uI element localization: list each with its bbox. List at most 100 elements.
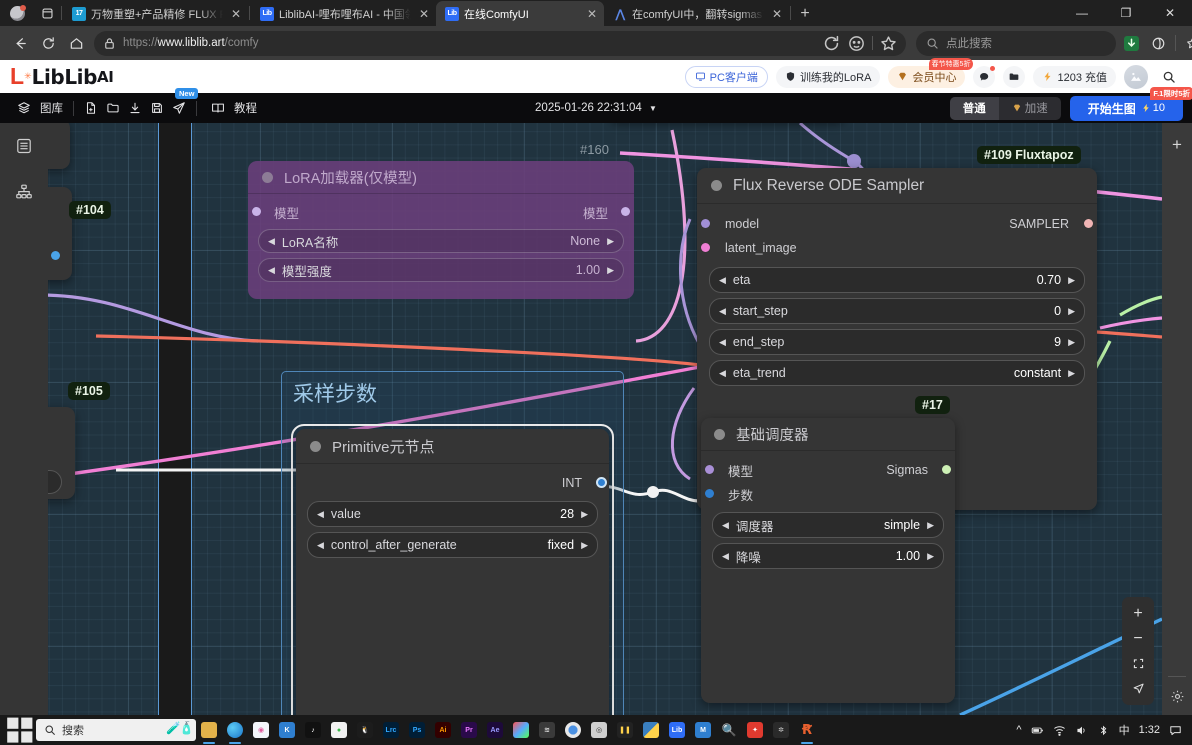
taskbar-app-camera[interactable]: ◎ [586,715,612,745]
taskbar-app-photoshop[interactable]: Ps [404,715,430,745]
flux-node-title-bar[interactable]: Flux Reverse ODE Sampler [697,168,1097,204]
flux-widget-eta-trend[interactable]: ◀ eta_trend constant ▶ [709,360,1085,386]
taskbar-app-gray[interactable]: ≋ [534,715,560,745]
pan-tool-button[interactable] [1122,676,1154,701]
output-port-image[interactable] [51,251,60,260]
taskbar-app-search2[interactable]: 🔍 [716,715,742,745]
decrement-arrow-icon[interactable]: ◀ [719,336,726,347]
lora-widget-name[interactable]: ◀ LoRA名称 None ▶ [258,229,624,253]
collapse-toggle-icon[interactable] [262,171,273,183]
increment-arrow-icon[interactable]: ▶ [581,539,588,550]
increment-arrow-icon[interactable]: ▶ [927,519,934,530]
maximize-button[interactable]: ❐ [1120,6,1132,20]
tab-search-icon[interactable] [34,0,60,26]
increment-arrow-icon[interactable]: ▶ [1068,274,1075,285]
ime-indicator[interactable]: 中 [1118,725,1130,737]
tray-expand-icon[interactable]: ^ [1016,724,1022,736]
new-tab-button[interactable]: + [800,5,810,22]
comfy-canvas[interactable]: #160 #104 ]像 #105 ok LoRA加载器(仅模型) [0,123,1162,715]
tutorial-button[interactable]: 教程 [203,96,261,120]
increment-arrow-icon[interactable]: ▶ [581,508,588,519]
gallery-button[interactable]: 图库 [9,96,67,120]
close-icon[interactable]: ✕ [230,6,242,21]
messages-button[interactable] [973,65,996,88]
taskbar-app-comfy[interactable]: Ꞧ [794,715,820,745]
lora-loader-node[interactable]: LoRA加载器(仅模型) 模型 模型 ◀ LoRA名称 None ▶ ◀ 模型 [248,161,634,299]
vip-center-button[interactable]: 会员中心 春节特惠5折 [888,57,974,88]
flux-widget-start-step[interactable]: ◀ start_step 0 ▶ [709,298,1085,324]
taskbar-app-settings2[interactable]: ✲ [768,715,794,745]
taskbar-app-qq[interactable]: 🐧 [352,715,378,745]
taskbar-app-tiktok[interactable]: ♪ [300,715,326,745]
profile-button[interactable] [0,0,34,26]
scheduler-widget-scheduler[interactable]: ◀ 调度器 simple ▶ [712,512,944,538]
decrement-arrow-icon[interactable]: ◀ [722,550,729,561]
address-bar[interactable]: https://www.liblib.art/comfy [94,30,906,56]
close-window-button[interactable]: ✕ [1164,6,1176,20]
home-icon[interactable] [63,30,89,56]
reading-mode-icon[interactable] [847,34,866,53]
close-icon[interactable]: ✕ [771,6,783,21]
collapse-toggle-icon[interactable] [714,428,725,440]
increment-arrow-icon[interactable]: ▶ [1068,305,1075,316]
extension-green-icon[interactable] [1118,30,1144,56]
sidebar-item-queue[interactable] [0,123,48,169]
browser-search-box[interactable]: 点此搜索 [916,30,1116,56]
decrement-arrow-icon[interactable]: ◀ [317,508,324,519]
taskbar-app-colorful[interactable] [508,715,534,745]
decrement-arrow-icon[interactable]: ◀ [719,367,726,378]
taskbar-app-explorer[interactable] [196,715,222,745]
input-port-steps[interactable] [705,489,714,498]
reload-icon[interactable] [35,30,61,56]
lora-node-title-bar[interactable]: LoRA加载器(仅模型) [248,161,634,194]
browser-tab-0[interactable]: 17 万物重塑+产品精修 FLUX RF Inve ✕ [63,1,248,26]
browser-essentials-icon[interactable] [1145,30,1171,56]
taskbar-app-kugou[interactable]: K [274,715,300,745]
open-workflow-icon[interactable] [102,96,124,120]
decrement-arrow-icon[interactable]: ◀ [317,539,324,550]
collections-icon[interactable] [1180,30,1192,56]
collapse-toggle-icon[interactable] [711,180,722,191]
new-workflow-icon[interactable] [80,96,102,120]
taskbar-app-premiere[interactable]: Pr [456,715,482,745]
primitive-node[interactable]: Primitive元节点 INT ◀ value 28 ▶ ◀ control_… [296,429,609,715]
import-icon[interactable] [124,96,146,120]
taskbar-app-notes[interactable]: ❚❚ [612,715,638,745]
workflow-datetime[interactable]: 2025-01-26 22:31:04 ▼ [496,102,696,114]
taskbar-app-aftereffects[interactable]: Ae [482,715,508,745]
generate-button[interactable]: 开始生图 10 F.1限时5折 [1069,86,1192,121]
browser-tab-2[interactable]: Lib 在线ComfyUI ✕ [436,1,604,26]
flux-widget-eta[interactable]: ◀ eta 0.70 ▶ [709,267,1085,293]
decrement-arrow-icon[interactable]: ◀ [268,264,275,275]
share-icon[interactable]: New [168,88,199,120]
taskbar-app-lightroom[interactable]: Lrc [378,715,404,745]
lora-widget-strength[interactable]: ◀ 模型强度 1.00 ▶ [258,258,624,282]
start-button[interactable] [4,715,36,745]
increment-arrow-icon[interactable]: ▶ [927,550,934,561]
my-files-button[interactable] [1003,65,1026,88]
taskbar-app-edge[interactable] [222,715,248,745]
output-port-int[interactable] [596,477,607,488]
taskbar-app-migu[interactable]: M [690,715,716,745]
minimize-button[interactable]: — [1076,6,1088,20]
zoom-out-button[interactable]: − [1133,629,1143,647]
collapse-toggle-icon[interactable] [310,440,321,452]
sidebar-item-nodes[interactable] [0,169,48,215]
scheduler-widget-denoise[interactable]: ◀ 降噪 1.00 ▶ [712,543,944,569]
scheduler-node-title-bar[interactable]: 基础调度器 [701,418,955,451]
primitive-node-title-bar[interactable]: Primitive元节点 [296,429,609,464]
browser-tab-1[interactable]: Lib LiblibAI-哩布哩布AI - 中国领先的 ✕ [251,1,436,26]
taskbar-app-meitu[interactable]: ◉ [248,715,274,745]
output-port-model[interactable] [621,207,630,216]
input-port-model[interactable] [705,465,714,474]
settings-button[interactable] [1162,677,1192,715]
decrement-arrow-icon[interactable]: ◀ [722,519,729,530]
back-icon[interactable] [7,30,33,56]
basic-scheduler-node[interactable]: 基础调度器 模型 Sigmas 步数 ◀ 调度器 simple ▶ [701,418,955,703]
save-workflow-icon[interactable] [146,96,168,120]
group-title[interactable]: 采样步数 [293,383,377,406]
close-icon[interactable]: ✕ [586,6,598,21]
add-panel-button[interactable]: + [1172,135,1182,154]
taskbar-app-chrome[interactable] [560,715,586,745]
train-lora-button[interactable]: 训练我的LoRA [775,65,881,88]
